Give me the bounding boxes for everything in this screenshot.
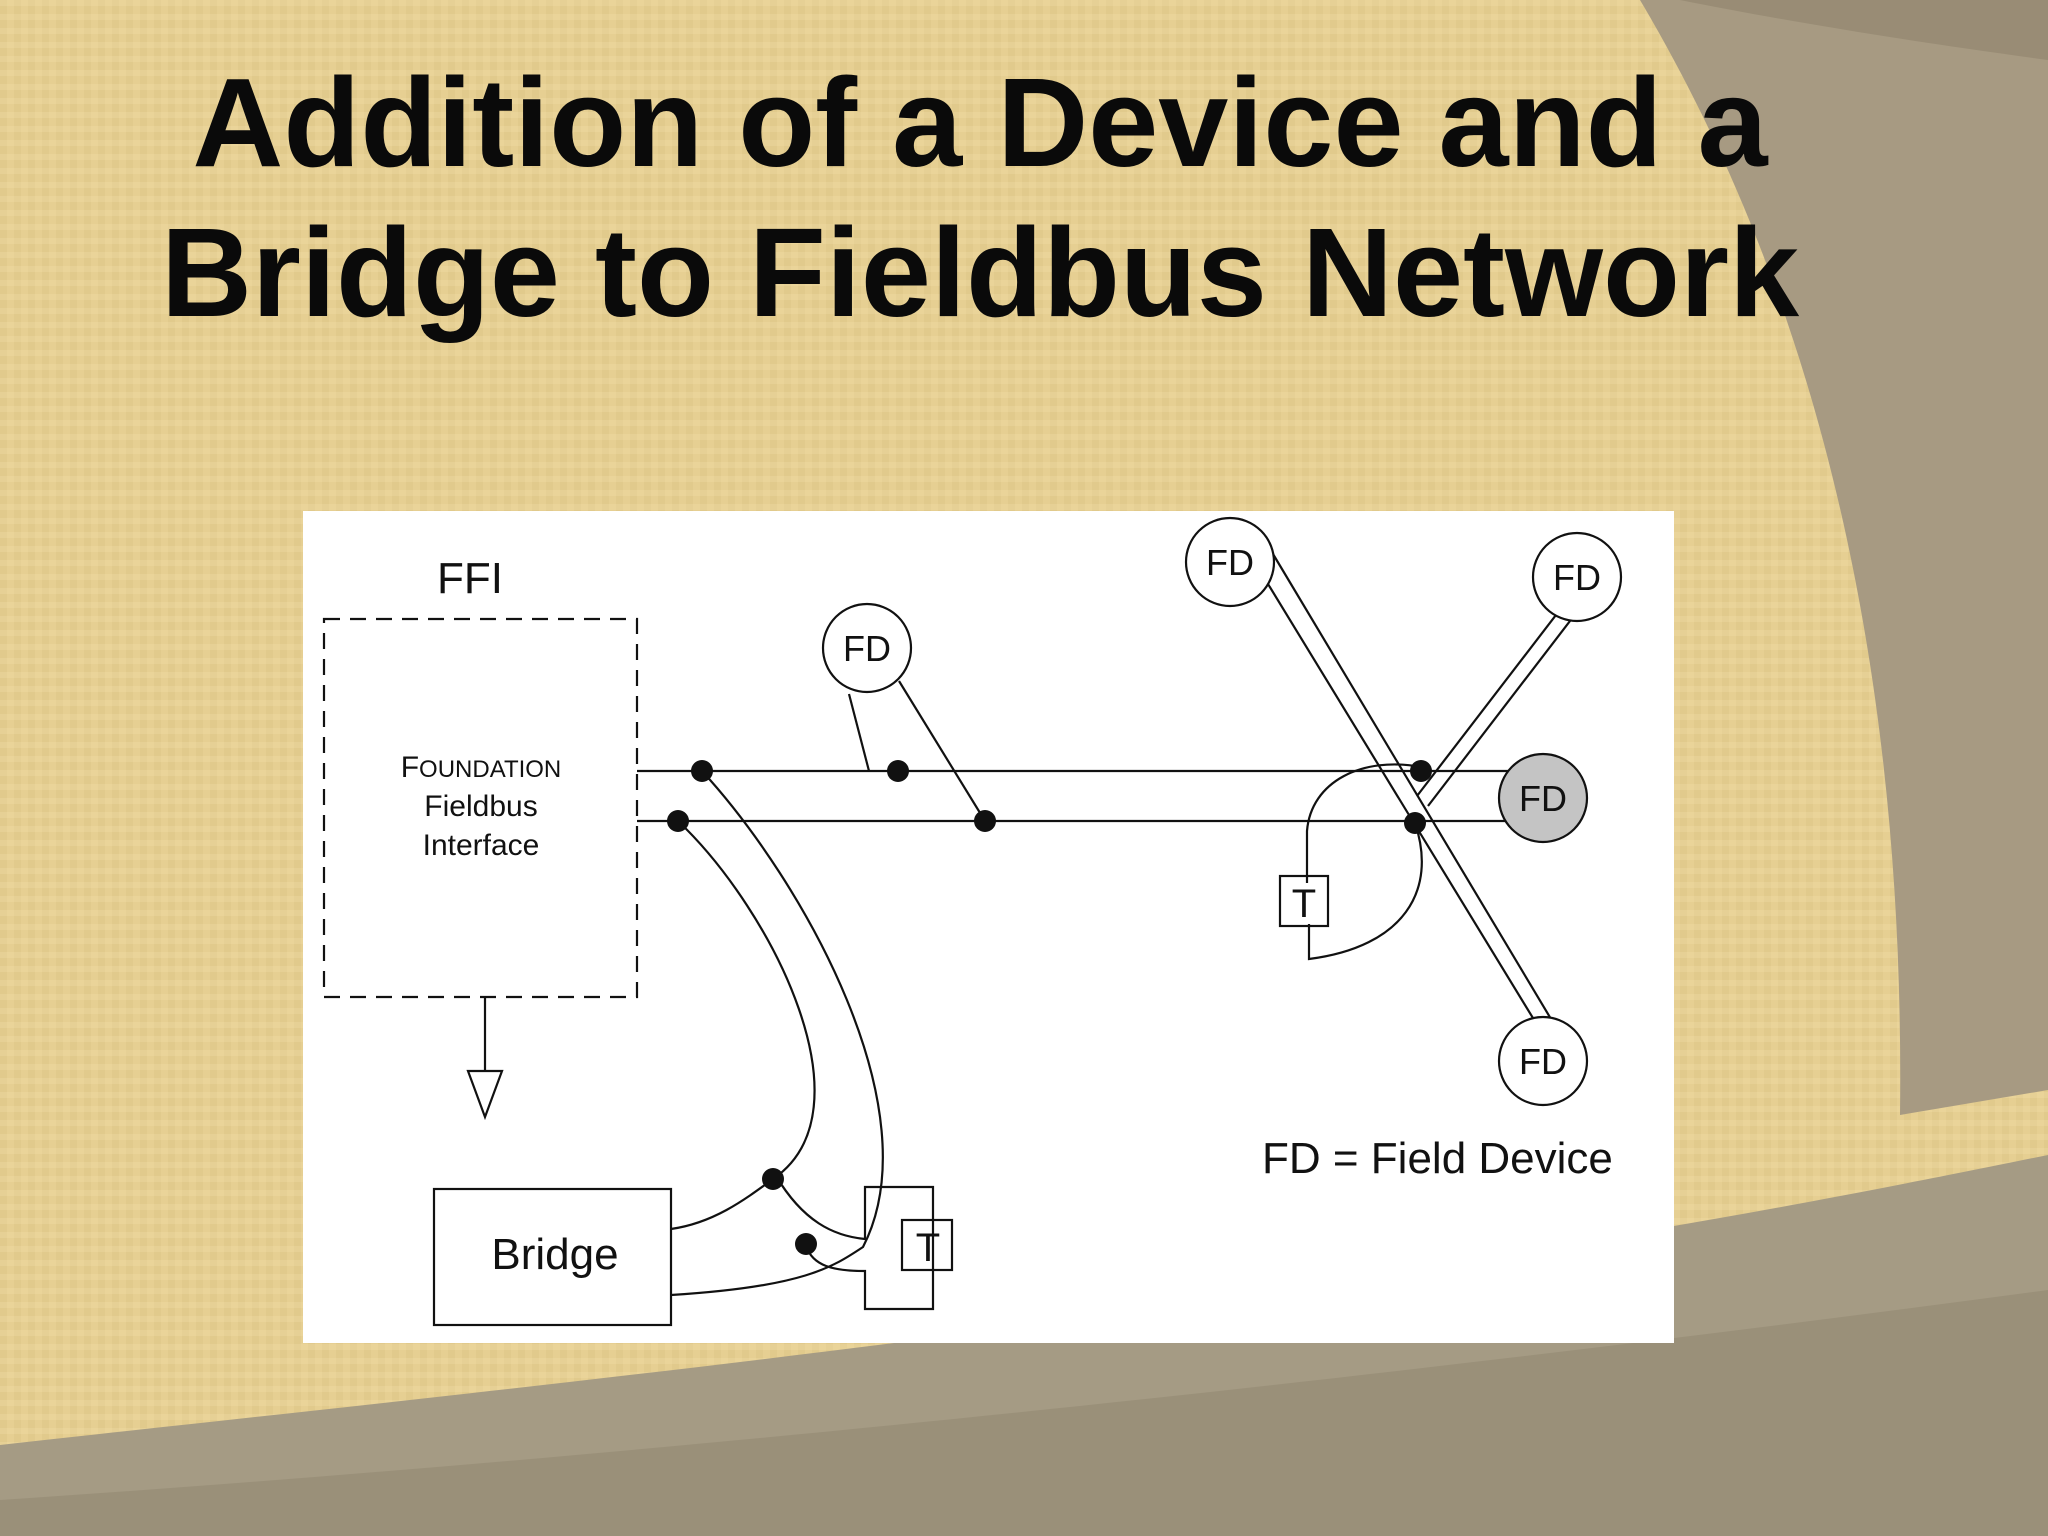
legend-text: FD = Field Device (1262, 1134, 1613, 1183)
fd-spur-1b (898, 680, 986, 822)
terminator-bridge-label: T (916, 1226, 940, 1270)
bridge-spur-inner (670, 820, 816, 1231)
ground-arrow-icon (466, 1069, 504, 1121)
bridge-spur-outer (670, 770, 884, 1297)
fd-spur-cross-a (1272, 553, 1552, 1020)
junction-dot (887, 760, 909, 782)
terminator-right-box (1278, 874, 1330, 928)
junction-dot (691, 760, 713, 782)
junction-dot (762, 1168, 784, 1190)
field-device-1-label: FD (843, 628, 891, 669)
fd-spur-1a (847, 693, 871, 772)
terminator-bridge-wire (775, 1175, 935, 1311)
bridge-label: Bridge (491, 1230, 618, 1279)
interface-label-line1: FOUNDATION (401, 751, 562, 784)
junction-dot (974, 810, 996, 832)
junction-dot (667, 810, 689, 832)
fieldbus-diagram: FFI FOUNDATION Fieldbus Interface Bridge… (303, 511, 1674, 1343)
field-device-5-label: FD (1519, 1041, 1567, 1082)
field-device-added-label: FD (1519, 778, 1567, 819)
bridge-box (432, 1187, 673, 1327)
ffi-label: FFI (437, 554, 503, 603)
terminator-bridge-box (900, 1218, 954, 1272)
field-device-2-label: FD (1206, 542, 1254, 583)
field-device-3-label: FD (1553, 557, 1601, 598)
fd-spur-cross-c (1416, 584, 1580, 797)
interface-label-line3: Interface (423, 829, 540, 862)
junction-dot (1410, 760, 1432, 782)
terminator-right-wire (1305, 763, 1422, 883)
fd-spur-cross-b (1256, 565, 1537, 1024)
interface-label-line2: Fieldbus (424, 790, 537, 823)
junction-dot (795, 1233, 817, 1255)
field-device-added (1497, 752, 1589, 844)
slide-title: Addition of a Device and a Bridge to Fie… (150, 48, 1810, 348)
terminator-right-wire-2 (1307, 822, 1423, 961)
fd-spur-cross-d (1427, 590, 1594, 807)
title-line-2: Bridge to Fieldbus Network (160, 202, 1800, 343)
terminator-right-label: T (1292, 882, 1316, 926)
ffi-interface-box (322, 617, 639, 999)
field-device-2 (1184, 516, 1276, 608)
field-device-1 (821, 602, 913, 694)
field-device-5 (1497, 1015, 1589, 1107)
junction-dot (1404, 812, 1426, 834)
title-line-1: Addition of a Device and a (192, 52, 1768, 193)
field-device-3 (1531, 531, 1623, 623)
